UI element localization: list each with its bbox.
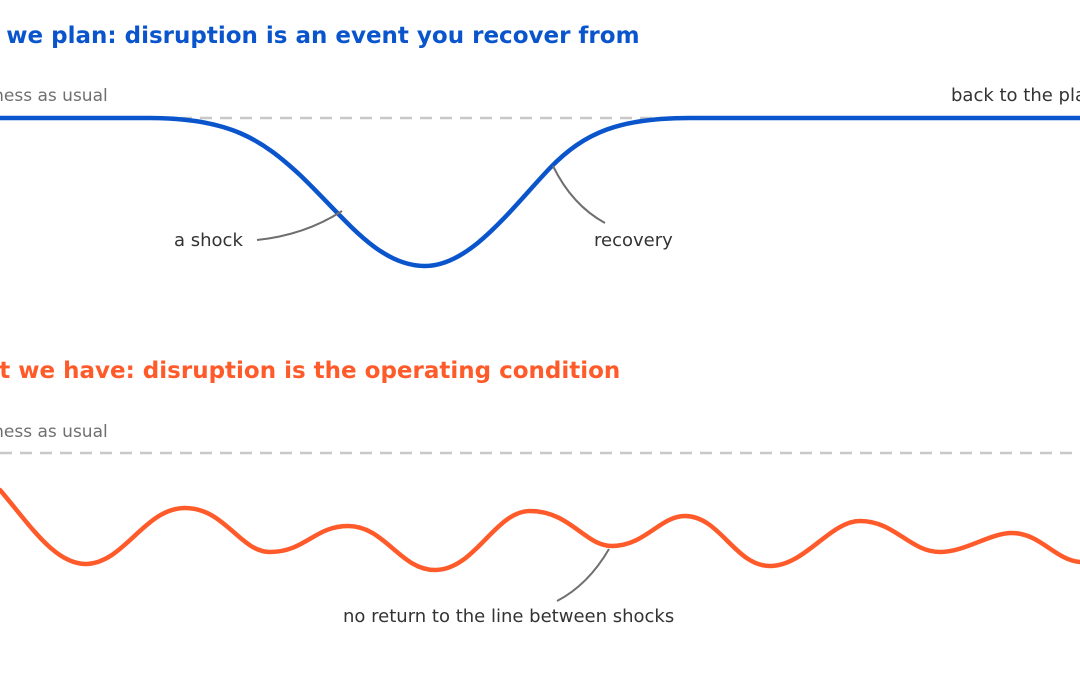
recovery-label: recovery <box>594 230 673 251</box>
reality-panel-title: What we have: disruption is the operatin… <box>0 358 620 384</box>
no-return-label: no return to the line between shocks <box>343 606 674 627</box>
plan-curve <box>0 115 1080 269</box>
shock-leader-line <box>256 210 343 241</box>
no-return-leader-line <box>556 548 610 602</box>
plan-baseline-label: business as usual <box>0 86 108 106</box>
shock-label: a shock <box>174 230 243 251</box>
reality-curve <box>0 487 1080 573</box>
plan-panel-title: How we plan: disruption is an event you … <box>0 23 640 49</box>
reality-baseline-label: business as usual <box>0 422 108 442</box>
plan-end-label: back to the plan <box>951 85 1080 106</box>
recovery-leader-line <box>552 165 606 224</box>
